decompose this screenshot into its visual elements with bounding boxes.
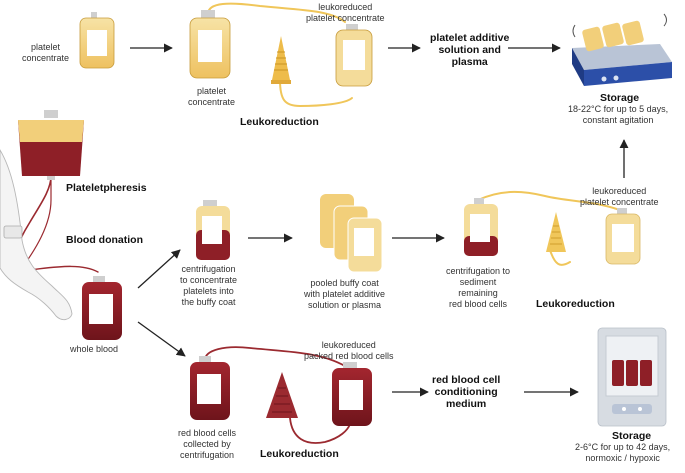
platelet-bag-top-left: [79, 12, 115, 69]
plateletpheresis-bag: [18, 110, 84, 180]
centrifuged-bag: [196, 200, 230, 260]
leukoreduced-bag-middle: [605, 208, 641, 265]
rbc-fridge: [597, 327, 667, 427]
whole-blood-bag: [82, 276, 122, 340]
leukoreduction-label-top: Leukoreduction: [240, 116, 319, 128]
platelet-agitator: [572, 13, 672, 86]
leukoreduced-bag-top: [335, 24, 373, 87]
donor-arm: [0, 149, 73, 321]
arrow-to-rbc: [137, 321, 186, 357]
leukoreduction-filter-top: [271, 36, 291, 84]
leukoreduction-filter-bottom: [266, 372, 298, 418]
platelet-bag-top-middle: [189, 10, 231, 79]
tubing: [11, 2, 621, 444]
leukoreduced-rbc-bag: [332, 362, 372, 426]
plateletpheresis-label: Plateletpheresis: [66, 182, 147, 194]
leukoreduction-filter-middle: [546, 212, 566, 252]
storage-rbc-details: 2-6°C for up to 42 days,normoxic / hypox…: [575, 442, 671, 463]
pooled-bags: [320, 194, 383, 273]
storage-platelets-title: Storage: [600, 92, 640, 104]
arrow-to-centrifugation: [137, 249, 181, 289]
sediment-bag: [464, 198, 498, 256]
storage-platelets-details: 18-22°C for up to 5 days,constant agitat…: [568, 104, 669, 125]
leukoreduction-label-middle: Leukoreduction: [536, 298, 615, 310]
arrows: [130, 43, 629, 397]
blood-donation-label: Blood donation: [66, 234, 143, 246]
storage-rbc-title: Storage: [612, 430, 652, 442]
rbc-bag: [190, 356, 230, 420]
leukoreduction-label-bottom: Leukoreduction: [260, 448, 339, 460]
whole-blood-label: whole blood: [70, 344, 119, 354]
